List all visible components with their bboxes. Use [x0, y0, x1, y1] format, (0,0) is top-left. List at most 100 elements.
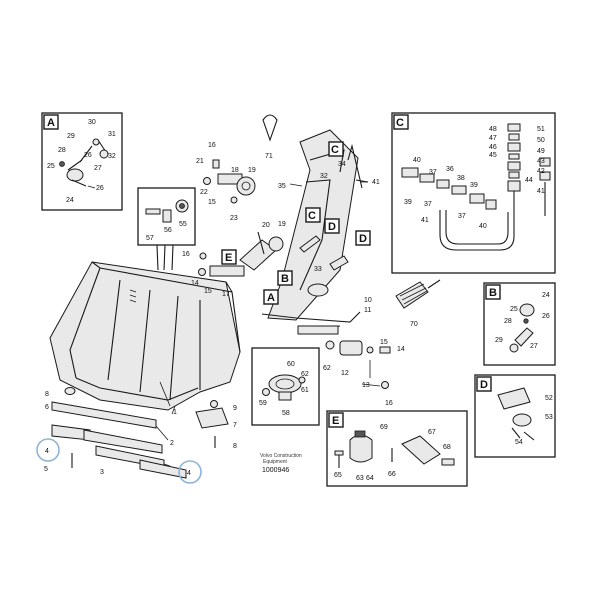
- ring-41: [507, 180, 521, 192]
- ring-49: [507, 142, 521, 152]
- label-4-right: 4: [187, 470, 191, 477]
- label-65: 65: [334, 472, 342, 479]
- main-tag-d2-label: D: [359, 233, 367, 245]
- label-48: 48: [489, 126, 497, 133]
- label-62-clamp: 62: [301, 371, 309, 378]
- fitting-40b: [485, 199, 497, 210]
- label-5: 5: [44, 466, 48, 473]
- label-68: 68: [443, 444, 451, 451]
- label-41-c2: 41: [537, 188, 545, 195]
- label-28-b: 28: [504, 318, 512, 325]
- washer-62: [325, 340, 335, 350]
- bolt-23: [230, 196, 238, 204]
- label-4-left: 4: [45, 448, 49, 455]
- label-66: 66: [388, 471, 396, 478]
- label-9: 9: [233, 405, 237, 412]
- highlight-circle-4-left: [36, 438, 60, 462]
- main-tag-d1: [324, 218, 340, 234]
- fitting-39: [419, 173, 435, 183]
- label-15-top: 15: [208, 199, 216, 206]
- highlight-circle-4-right: [178, 460, 202, 484]
- bolt-68: [441, 458, 455, 466]
- fitting-37b: [469, 193, 485, 204]
- detail-box-d: D 52 53 54: [474, 374, 556, 458]
- washer-19: [236, 176, 256, 196]
- label-14-low: 14: [397, 346, 405, 353]
- label-6: 6: [45, 404, 49, 411]
- linkage-frame: 32 34 35 41 33 10 11 C C D D: [261, 129, 380, 335]
- guard-ribs: [399, 283, 428, 305]
- detail-b-frame: [483, 282, 556, 366]
- label-53: 53: [545, 414, 553, 421]
- label-22: 22: [200, 189, 208, 196]
- main-tag-e: [221, 249, 237, 265]
- bolt-57: [145, 208, 161, 215]
- cylinder-link: [307, 283, 329, 297]
- caption-code: 1000946: [262, 467, 289, 474]
- plate-7: [195, 407, 229, 429]
- clamp-53: [512, 413, 532, 427]
- bucket-floor: [75, 377, 199, 401]
- label-31: 31: [108, 131, 116, 138]
- washer-22: [203, 177, 211, 185]
- label-71: 71: [265, 153, 273, 160]
- label-26-a2: 26: [96, 185, 104, 192]
- bucket-edges: [69, 261, 241, 379]
- label-12: 12: [341, 370, 349, 377]
- detail-e-tag: [328, 412, 344, 428]
- label-39-c2: 39: [404, 199, 412, 206]
- plate-52: [497, 387, 531, 410]
- pointer-lines: [156, 244, 174, 271]
- fitting-16-top: [212, 159, 220, 169]
- nipple-b-body: [514, 327, 534, 347]
- frame-cutouts: [299, 149, 345, 291]
- label-58: 58: [282, 410, 290, 417]
- hose-clip-71: [262, 114, 278, 142]
- detail-a-parts: [67, 139, 107, 187]
- label-64: 64: [366, 475, 374, 482]
- label-41-c: 41: [421, 217, 429, 224]
- label-61: 61: [301, 387, 309, 394]
- detail-c-frame: [391, 112, 556, 274]
- bar-10: [297, 325, 339, 335]
- edge-6: [51, 401, 157, 429]
- main-tag-b-label: B: [281, 273, 289, 285]
- leaders-shaft: [361, 360, 381, 387]
- label-11: 11: [364, 307, 371, 314]
- label-59: 59: [259, 400, 267, 407]
- label-25-b: 25: [510, 306, 518, 313]
- nipple-cap-small: [92, 138, 100, 146]
- detail-a-frame: [41, 112, 123, 211]
- cutting-edge-parts: 8 6 2 3 5 4 4: [36, 387, 202, 484]
- sleeve-56: [162, 209, 172, 223]
- label-24-a: 24: [66, 197, 74, 204]
- cylinder-rod: [257, 231, 265, 255]
- main-tag-a: [263, 289, 279, 305]
- label-30: 30: [88, 119, 96, 126]
- segment-4b: [139, 459, 187, 479]
- label-16-top: 16: [208, 142, 216, 149]
- label-40-c: 40: [413, 157, 421, 164]
- stack-lines: [513, 182, 546, 216]
- detail-d-tag: [476, 376, 492, 392]
- hose-loop-inner: [445, 210, 509, 245]
- label-19b: 19: [278, 221, 286, 228]
- label-67: 67: [428, 429, 436, 436]
- label-55: 55: [179, 221, 187, 228]
- guard-hose: [427, 279, 441, 289]
- wear-plate: 9 7 8: [195, 400, 237, 450]
- bolt-9: [210, 400, 218, 408]
- main-tag-c2: [305, 207, 321, 223]
- label-2: 2: [170, 440, 174, 447]
- label-45: 45: [489, 152, 497, 159]
- segment-2: [83, 429, 163, 454]
- label-10: 10: [364, 297, 372, 304]
- label-32: 32: [108, 153, 116, 160]
- nipple-b-top: [519, 303, 535, 317]
- detail-c-tag: [393, 114, 409, 130]
- bolt-head-8: [64, 387, 76, 395]
- label-8: 8: [45, 391, 49, 398]
- label-24-b: 24: [542, 292, 550, 299]
- label-16-mid: 16: [182, 251, 190, 258]
- caption-line-2: Equipment: [263, 459, 288, 465]
